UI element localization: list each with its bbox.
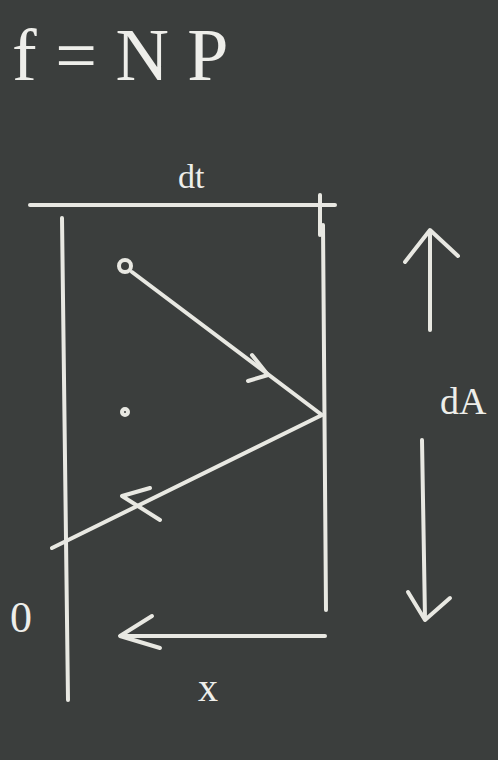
top-line [30, 203, 335, 207]
area-label: dA [440, 382, 486, 420]
arrowhead [408, 592, 450, 620]
arrowhead [120, 616, 160, 648]
particle-path [52, 272, 322, 548]
arrowhead [248, 355, 268, 381]
right-wall [323, 225, 326, 610]
arrowhead [122, 488, 160, 520]
arrow-up [428, 232, 432, 330]
particle [119, 260, 131, 272]
left-wall [62, 218, 68, 700]
time-label: dt [178, 160, 204, 194]
axis-label: x [198, 668, 218, 708]
particle [122, 409, 128, 415]
arrow-down [422, 440, 425, 618]
x-axis-arrow [122, 634, 325, 638]
origin-label: 0 [10, 596, 32, 640]
arrowhead [405, 230, 458, 262]
formula: f = N P [12, 18, 228, 92]
